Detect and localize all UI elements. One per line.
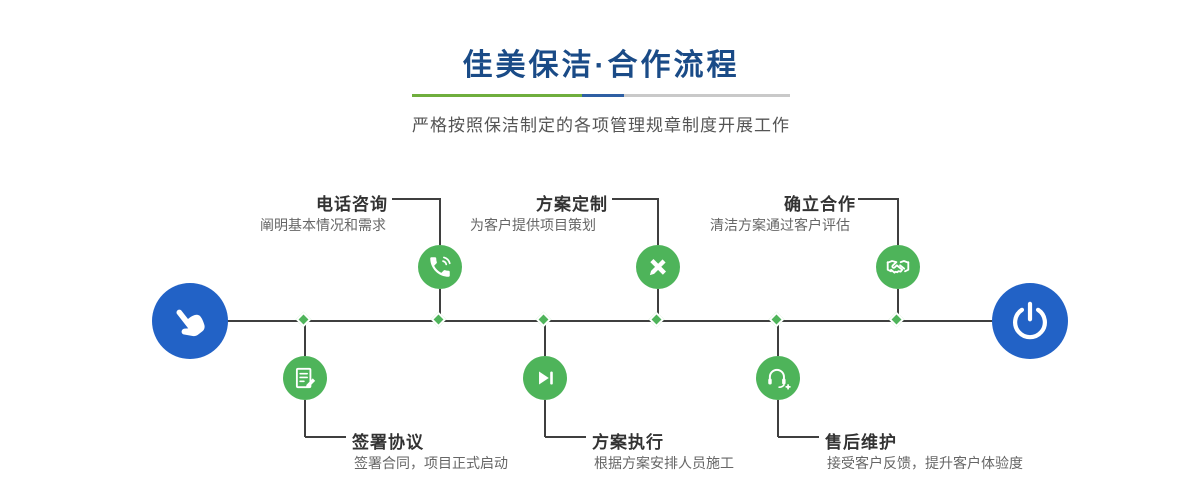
step-title: 方案执行	[592, 433, 664, 452]
connector-line	[545, 436, 586, 438]
connector-line	[544, 322, 546, 356]
timeline-diamond	[648, 311, 665, 328]
connector-line	[612, 198, 657, 200]
step-circle	[523, 356, 567, 400]
connector-line	[439, 198, 441, 245]
timeline-axis	[190, 320, 1030, 322]
timeline-diamond	[295, 311, 312, 328]
timeline-diamond	[430, 311, 447, 328]
step-title: 售后维护	[825, 433, 897, 452]
headset-icon	[768, 368, 791, 390]
connector-line	[304, 322, 306, 356]
step-description: 签署合同，项目正式启动	[354, 455, 508, 471]
step-description: 为客户提供项目策划	[470, 217, 596, 233]
end-node	[992, 283, 1068, 359]
connector-line	[305, 436, 346, 438]
connector-line	[544, 400, 546, 437]
connector-line	[392, 198, 439, 200]
step-circle	[756, 356, 800, 400]
step-circle	[876, 245, 920, 289]
power-icon	[1013, 301, 1047, 340]
timeline-diamond	[535, 311, 552, 328]
connector-line	[304, 400, 306, 437]
timeline-diamond	[888, 311, 905, 328]
step-description: 根据方案安排人员施工	[594, 455, 734, 471]
step-description: 清洁方案通过客户评估	[710, 217, 850, 233]
step-circle	[418, 245, 462, 289]
divider-blue-segment	[582, 94, 624, 97]
play-icon	[539, 371, 553, 385]
title-divider	[412, 94, 790, 97]
handshake-icon	[886, 260, 910, 274]
connector-line	[657, 289, 659, 320]
step-title: 确立合作	[784, 195, 856, 214]
contract-icon	[295, 367, 316, 389]
step-circle	[636, 245, 680, 289]
connector-line	[778, 436, 819, 438]
page-subtitle: 严格按照保洁制定的各项管理规章制度开展工作	[412, 116, 790, 135]
step-description: 接受客户反馈，提升客户体验度	[827, 455, 1023, 471]
connector-line	[897, 198, 899, 245]
phone-icon	[430, 256, 451, 277]
step-description: 阐明基本情况和需求	[260, 217, 386, 233]
connector-line	[858, 198, 897, 200]
step-title: 方案定制	[536, 195, 608, 214]
start-node	[152, 283, 228, 359]
pointing-hand-icon	[176, 309, 205, 337]
connector-line	[777, 322, 779, 356]
step-circle	[283, 356, 327, 400]
connector-line	[897, 289, 899, 320]
connector-line	[439, 289, 441, 320]
design-icon	[649, 258, 667, 276]
connector-line	[777, 400, 779, 437]
step-title: 签署协议	[352, 433, 424, 452]
divider-gray-segment	[624, 94, 790, 97]
divider-green-segment	[412, 94, 582, 97]
step-title: 电话咨询	[316, 195, 388, 214]
page-title: 佳美保洁·合作流程	[462, 49, 740, 82]
timeline-diamond	[768, 311, 785, 328]
connector-line	[657, 198, 659, 245]
